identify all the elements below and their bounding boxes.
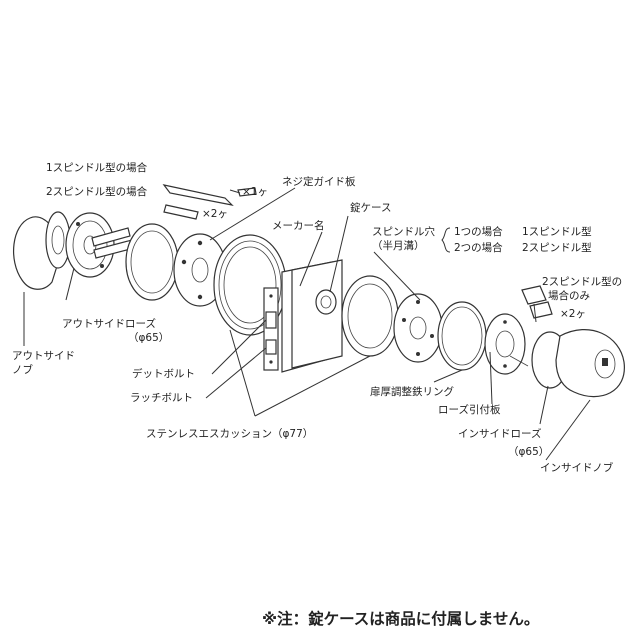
label-one-spindle-type: 1スピンドル型 (522, 226, 592, 238)
screw-guide-plate-part (237, 187, 257, 197)
label-rose-plate: ローズ引付板 (438, 404, 501, 416)
outside-ring-part (125, 223, 179, 301)
label-stainless-escutcheon: ステンレスエスカッション（φ77） (146, 428, 314, 440)
inside-rose-plate-part (393, 293, 443, 363)
label-phi65-b: （φ65） (508, 446, 550, 458)
label-times-1: ×1ヶ (242, 186, 268, 198)
label-phi65-a: （φ65） (128, 332, 170, 344)
label-inside-knob: インサイドノブ (540, 462, 614, 474)
label-maker-name: メーカー名 (272, 220, 325, 232)
label-times-2b: ×2ヶ (560, 308, 586, 320)
label-one-case: 1つの場合 (454, 226, 503, 238)
inside-rose-mount-part (484, 313, 529, 375)
label-lock-case: 錠ケース (350, 202, 392, 214)
inside-knob-part (531, 329, 625, 398)
footnote: ※注：錠ケースは商品に付属しません。 (262, 610, 540, 628)
label-outside-rose: アウトサイドローズ (62, 318, 156, 330)
label-half-moon-groove: （半月溝） (372, 240, 425, 252)
label-two-case: 2つの場合 (454, 242, 503, 254)
lock-case-part (263, 259, 343, 373)
label-latch-bolt: ラッチボルト (130, 392, 193, 404)
leader-lines (23, 187, 591, 461)
label-two-spindle-case: 2スピンドル型の場合 (46, 186, 148, 198)
inside-escutcheon-part (341, 275, 399, 357)
label-outside-knob-1: アウトサイド (12, 350, 75, 362)
label-inside-rose: インサイドローズ (458, 428, 542, 440)
label-times-2a: ×2ヶ (202, 208, 228, 220)
outside-rose-part (65, 212, 115, 278)
label-two-spindle-type: 2スピンドル型 (522, 242, 592, 254)
label-two-spindle-only-2: 場合のみ (548, 290, 590, 302)
spindle-hole-brace (441, 227, 451, 253)
outside-knob-part (13, 211, 71, 290)
label-outside-knob-2: ノブ (12, 364, 33, 376)
label-door-thickness-ring: 扉厚調整鉄リング (370, 386, 454, 398)
spindle-plate-part (162, 184, 234, 220)
label-dead-bolt: デットボルト (132, 368, 195, 380)
label-screw-guide-plate: ネジ定ガイド板 (282, 176, 356, 188)
door-ring-part (437, 301, 487, 371)
label-spindle-hole: スピンドル穴 (372, 226, 435, 238)
label-one-spindle-case: 1スピンドル型の場合 (46, 162, 148, 174)
label-two-spindle-only-1: 2スピンドル型の (542, 276, 623, 288)
